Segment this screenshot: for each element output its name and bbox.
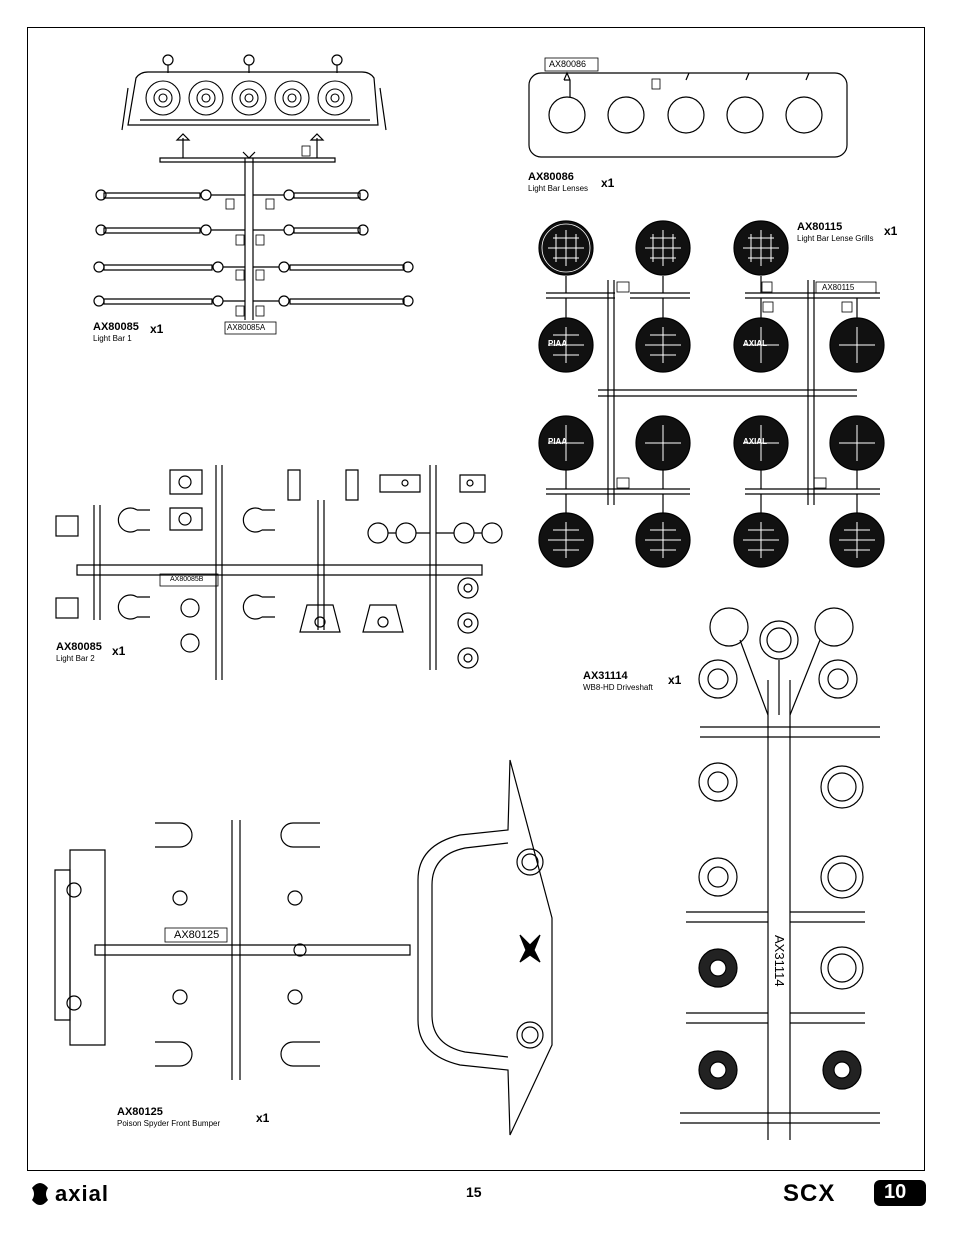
part-qty: x1 xyxy=(601,176,615,190)
sprue-tag: AX80125 xyxy=(174,929,220,941)
part-label-light-bar-1: AX80085 Light Bar 1 xyxy=(93,321,139,343)
part-desc: Light Bar 2 xyxy=(56,653,95,663)
sprue-tag: AX80086 xyxy=(549,59,587,69)
part-code: AX80115 xyxy=(797,221,843,233)
scx10-logo-box xyxy=(874,1180,926,1206)
grill-text: AXIAL xyxy=(743,339,767,348)
sprue-tag: AX80115 xyxy=(822,283,855,292)
part-desc: Poison Spyder Front Bumper xyxy=(117,1118,221,1128)
page-frame xyxy=(27,27,925,1171)
part-code: AX80085 xyxy=(56,641,102,653)
part-code: AX31114 xyxy=(583,670,628,682)
axial-logo-mark xyxy=(32,1183,48,1205)
part-label-lenses: AX80086 Light Bar Lenses xyxy=(528,171,588,193)
part-desc: WB8-HD Driveshaft xyxy=(583,682,653,692)
part-code: AX80085 xyxy=(93,321,139,333)
grill-text: AXIAL xyxy=(743,437,767,446)
part-desc: Light Bar Lenses xyxy=(528,183,589,193)
part-desc: Light Bar Lense Grills xyxy=(797,233,874,243)
part-qty: x1 xyxy=(884,224,898,238)
part-qty: x1 xyxy=(150,322,164,336)
light-bar-2-sprue xyxy=(55,465,503,680)
part-desc: Light Bar 1 xyxy=(93,333,132,343)
grill-text: PIAA xyxy=(548,339,568,348)
part-qty: x1 xyxy=(256,1111,270,1125)
sprue-tag: AX80085B xyxy=(170,576,204,583)
scx-logo: SCX xyxy=(783,1180,836,1207)
part-label-bumper: AX80125 Poison Spyder Front Bumper xyxy=(117,1106,220,1128)
part-label-light-bar-2: AX80085 Light Bar 2 xyxy=(56,641,102,663)
sprue-tag: AX80085A xyxy=(227,323,266,332)
driveshaft-sprue xyxy=(680,607,880,1140)
part-qty: x1 xyxy=(668,673,682,687)
part-label-driveshaft: AX31114 WB8-HD Driveshaft xyxy=(583,670,653,692)
lenses-sprue xyxy=(528,57,848,158)
part-code: AX80125 xyxy=(117,1106,163,1118)
bumper-sprue xyxy=(54,759,553,1136)
part-qty: x1 xyxy=(112,644,126,658)
part-label-grills: AX80115 Light Bar Lense Grills xyxy=(797,221,873,243)
axial-logo: axial xyxy=(55,1181,109,1206)
part-code: AX80086 xyxy=(528,171,574,183)
grill-text: PIAA xyxy=(548,437,568,446)
sprue-tag: AX31114 xyxy=(772,935,787,987)
light-bar-1-sprue xyxy=(93,54,414,335)
scx-logo-number: 10 xyxy=(884,1181,907,1203)
grill xyxy=(538,220,594,276)
page-number: 15 xyxy=(466,1184,482,1200)
grills-sprue xyxy=(538,220,885,568)
